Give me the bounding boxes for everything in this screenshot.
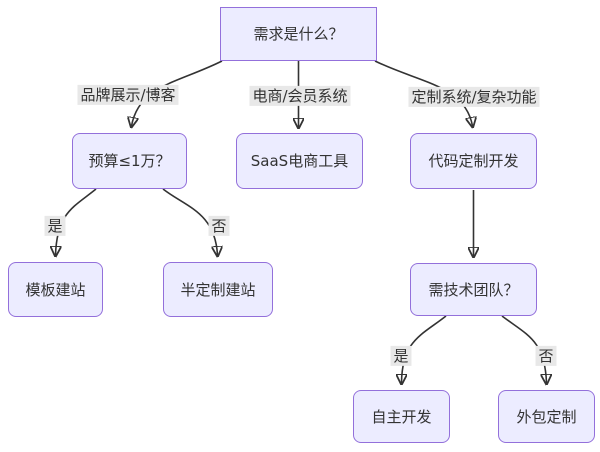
node-root: 需求是什么？	[220, 7, 377, 61]
node-team: 需技术团队？	[410, 263, 537, 316]
edge-label-yes-right: 是	[390, 345, 412, 367]
edge-budget-semi	[162, 188, 218, 255]
edge-label-no-left: 否	[208, 215, 230, 237]
edge-label-yes-left: 是	[44, 215, 66, 237]
node-custom: 代码定制开发	[410, 133, 537, 189]
edge-root-custom	[374, 60, 473, 126]
node-budget: 预算≤1万？	[72, 133, 187, 189]
edge-label-no-right: 否	[535, 345, 557, 367]
edge-budget-template	[56, 188, 97, 255]
edge-team-selfdev	[402, 315, 447, 383]
edge-label-brand-blog: 品牌展示/博客	[77, 84, 179, 106]
edge-label-custom-complex: 定制系统/复杂功能	[408, 86, 540, 108]
node-semi: 半定制建站	[163, 262, 273, 317]
edge-team-outsource	[501, 315, 547, 383]
node-saas: SaaS电商工具	[236, 133, 363, 189]
node-outsource: 外包定制	[498, 390, 595, 443]
node-template: 模板建站	[8, 262, 103, 317]
edge-label-ecommerce-member: 电商/会员系统	[249, 85, 351, 107]
node-selfdev: 自主开发	[353, 390, 450, 443]
